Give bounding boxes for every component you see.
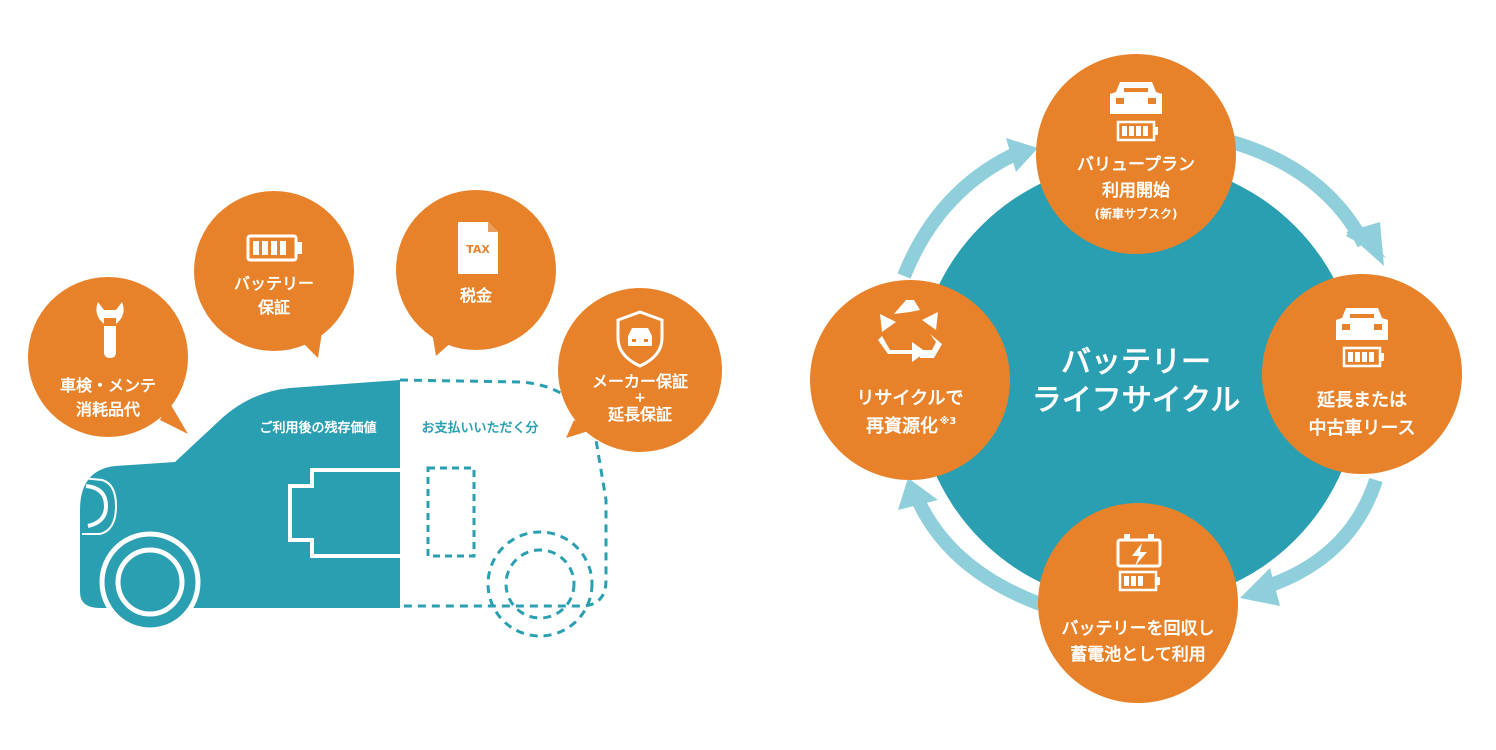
node-bottom: バッテリーを回収し 蓄電池として利用	[1038, 503, 1238, 703]
arrowhead-2	[1240, 568, 1280, 606]
arrowhead-3	[898, 478, 938, 510]
bubble-battery-warranty: バッテリー 保証	[194, 191, 354, 358]
node-right: 延長または 中古車リース	[1262, 274, 1462, 474]
node-left-note: ※3	[940, 415, 957, 427]
bubble-tax: TAX 税金	[396, 190, 556, 356]
node-left: リサイクルで 再資源化 ※3	[810, 280, 1010, 480]
maker-warranty-label-2: +	[634, 390, 646, 406]
battery-warranty-label-1: バッテリー	[234, 274, 314, 293]
center-title-1: バッテリー	[1061, 345, 1211, 380]
maintenance-label-1: 車検・メンテ	[60, 376, 156, 395]
node-right-label-2: 中古車リース	[1308, 417, 1415, 439]
node-left-label-1: リサイクルで	[856, 388, 963, 409]
car-battery-icon	[1336, 308, 1388, 368]
arrow-bottom-left	[911, 497, 1043, 611]
residual-value-label: ご利用後の残存価値	[259, 420, 376, 436]
node-bottom-label-2: 蓄電池として利用	[1070, 644, 1206, 665]
arrow-left-top	[897, 143, 1027, 279]
bubble-maker-warranty: メーカー保証 + 延長保証	[558, 288, 722, 452]
battery-icon	[246, 234, 302, 262]
car-battery-residual	[288, 468, 400, 558]
battery-lifecycle: バッテリー ライフサイクル バリュープラン 利用開始 (新車サブスク)	[810, 54, 1462, 703]
recycle-icon	[878, 296, 942, 362]
car-body-payment-outline	[399, 378, 608, 608]
node-right-label-1: 延長または	[1316, 390, 1407, 411]
battery-warranty-label-2: 保証	[257, 298, 290, 317]
tax-document-icon: TAX	[458, 222, 498, 274]
tax-label: 税金	[460, 286, 493, 305]
node-top-label-1: バリュープラン	[1077, 154, 1195, 175]
node-left-label-2: 再資源化	[866, 415, 938, 437]
storage-battery-icon	[1116, 534, 1162, 592]
payment-label: お支払いいただく分	[421, 420, 538, 436]
bubble-maintenance: 車検・メンテ 消耗品代	[28, 277, 188, 437]
node-top-label-2: 利用開始	[1102, 180, 1170, 201]
wrench-icon	[96, 302, 124, 358]
center-circle	[916, 161, 1360, 605]
arrowhead-4	[1006, 138, 1038, 172]
car-battery-icon	[1110, 82, 1162, 142]
maker-warranty-label-1: メーカー保証	[592, 372, 688, 391]
maker-warranty-label-3: 延長保証	[607, 405, 672, 424]
tax-icon-text: TAX	[466, 243, 490, 256]
node-bottom-label-1: バッテリーを回収し	[1062, 619, 1215, 639]
node-top-sub: (新車サブスク)	[1095, 206, 1178, 221]
car-headlight	[85, 484, 109, 528]
node-top: バリュープラン 利用開始 (新車サブスク)	[1036, 54, 1236, 254]
car-battery-payment	[426, 466, 476, 558]
car-rear-wheel	[486, 530, 594, 638]
car-diagram: ご利用後の残存価値 お支払いいただく分	[80, 378, 608, 638]
arrow-right-bottom	[1259, 477, 1383, 595]
maintenance-label-2: 消耗品代	[76, 400, 140, 419]
center-title-2: ライフサイクル	[1032, 383, 1241, 418]
car-shield-icon	[616, 310, 664, 368]
